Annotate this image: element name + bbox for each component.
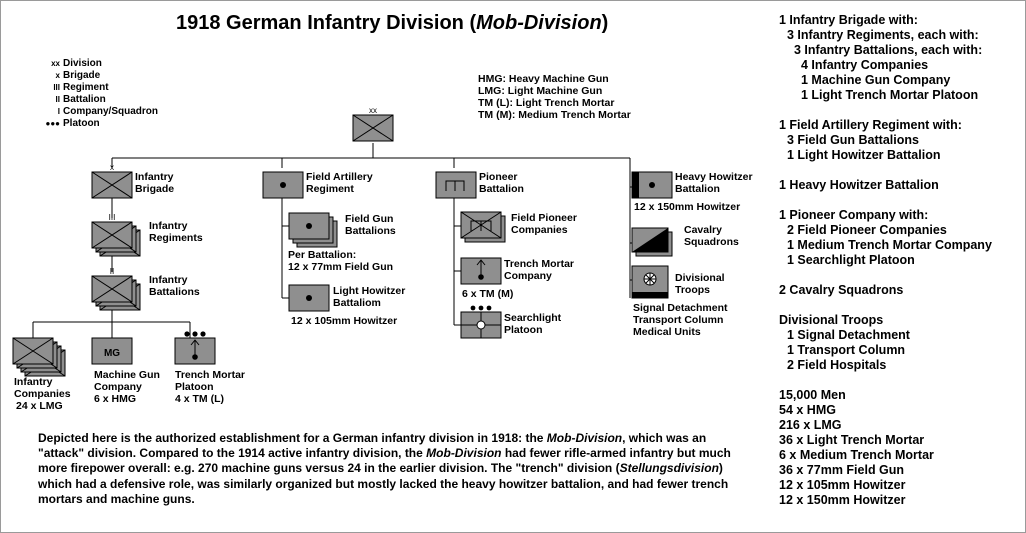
light-howitzer-battalion-symbol	[288, 284, 330, 312]
summary-line: 1 Machine Gun Company	[801, 73, 951, 87]
summary-line: 4 Infantry Companies	[801, 58, 929, 72]
searchlight-platoon-symbol	[460, 305, 502, 339]
infantry-battalions-symbol: II	[91, 267, 141, 311]
summary-line: 1 Signal Detachment	[787, 328, 910, 342]
summary-line: 1 Light Trench Mortar Platoon	[801, 88, 979, 102]
summary-line: 36 x Light Trench Mortar	[779, 433, 925, 447]
trench-mortar-platoon-symbol	[174, 331, 216, 365]
summary-line: 1 Field Artillery Regiment with:	[779, 118, 962, 132]
division-summary: 1 Infantry Brigade with: 3 Infantry Regi…	[779, 13, 1019, 508]
svg-text:x: x	[110, 163, 114, 172]
summary-line: 1 Transport Column	[787, 343, 906, 357]
field-pioneer-companies-symbol	[460, 211, 506, 243]
abbrev-tm-medium: TM (M): Medium Trench Mortar	[478, 109, 631, 121]
summary-line: 1 Pioneer Company with:	[779, 208, 929, 222]
infantry-regiments-symbol: III	[91, 213, 141, 257]
summary-line: 2 Field Pioneer Companies	[787, 223, 947, 237]
abbrev-lmg: LMG: Light Machine Gun	[478, 85, 603, 97]
summary-line: 1 Searchlight Platoon	[787, 253, 915, 267]
infantry-companies-symbol	[12, 337, 66, 377]
diagram-title: 1918 German Infantry Division (Mob-Divis…	[176, 12, 609, 34]
divisional-troops-symbol	[631, 265, 669, 299]
heavy-howitzer-note: 12 x 150mm Howitzer	[634, 201, 741, 213]
summary-spacer	[779, 373, 1019, 388]
summary-line: 54 x HMG	[779, 403, 836, 417]
summary-line: 1 Infantry Brigade with:	[779, 13, 918, 27]
summary-spacer	[779, 103, 1019, 118]
division-symbol	[352, 114, 394, 142]
abbrev-hmg: HMG: Heavy Machine Gun	[478, 73, 609, 85]
heavy-howitzer-battalion-symbol	[631, 171, 673, 199]
svg-text:II: II	[110, 267, 114, 276]
summary-spacer	[779, 268, 1019, 283]
summary-line: 3 Infantry Battalions, each with:	[794, 43, 983, 57]
description-paragraph: Depicted here is the authorized establis…	[38, 431, 731, 506]
infantry-brigade-symbol: x	[91, 163, 133, 199]
summary-line: 1 Light Howitzer Battalion	[787, 148, 941, 162]
summary-line: 15,000 Men	[779, 388, 846, 402]
summary-line: 2 Cavalry Squadrons	[779, 283, 904, 297]
summary-spacer	[779, 193, 1019, 208]
summary-spacer	[779, 163, 1019, 178]
light-howitzer-note: 12 x 105mm Howitzer	[291, 315, 398, 327]
summary-line: 3 Infantry Regiments, each with:	[787, 28, 979, 42]
summary-line: 12 x 105mm Howitzer	[779, 478, 906, 492]
summary-line: 12 x 150mm Howitzer	[779, 493, 906, 507]
mg-symbol-text: MG	[104, 348, 120, 359]
trench-mortar-company-symbol	[460, 257, 502, 285]
connector-lines	[32, 143, 632, 338]
summary-line: 2 Field Hospitals	[787, 358, 887, 372]
summary-line: Divisional Troops	[779, 313, 884, 327]
legend-platoon: ●●●Platoon	[45, 118, 100, 129]
svg-text:III: III	[109, 213, 116, 222]
pioneer-battalion-symbol	[435, 171, 477, 199]
summary-line: 36 x 77mm Field Gun	[779, 463, 905, 477]
division-size-marker: xx	[369, 106, 377, 115]
summary-line: 216 x LMG	[779, 418, 842, 432]
cavalry-squadrons-symbol	[631, 227, 673, 257]
trench-mortar-company-note: 6 x TM (M)	[462, 288, 514, 300]
summary-line: 3 Field Gun Battalions	[787, 133, 919, 147]
field-artillery-regiment-symbol	[262, 171, 304, 199]
summary-spacer	[779, 298, 1019, 313]
abbrev-tm-light: TM (L): Light Trench Mortar	[478, 97, 615, 109]
per-battalion-note: Per Battalion:12 x 77mm Field Gun	[288, 249, 394, 273]
field-gun-battalions-symbol	[288, 212, 338, 248]
summary-line: 6 x Medium Trench Mortar	[779, 448, 934, 462]
summary-line: 1 Heavy Howitzer Battalion	[779, 178, 939, 192]
summary-line: 1 Medium Trench Mortar Company	[787, 238, 992, 252]
